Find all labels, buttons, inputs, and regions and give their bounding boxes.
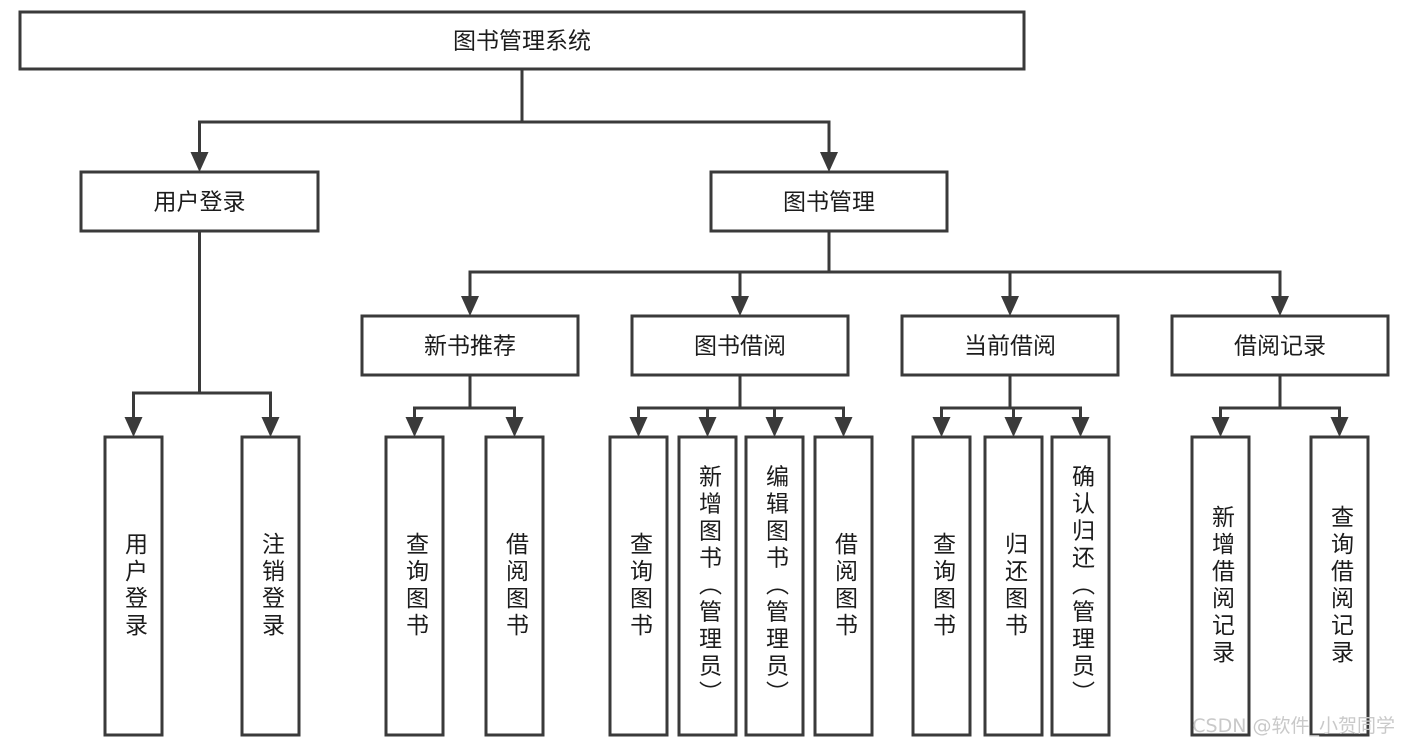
node-label-new-book-recommend: 新书推荐 [424, 334, 516, 360]
arrow-head-icon [1271, 296, 1289, 316]
node-root[interactable]: 图书管理系统 [18, 10, 1026, 71]
connector-root-to-level2 [190, 67, 838, 172]
node-leaf-return-book[interactable]: 归还图书 [983, 435, 1044, 737]
node-leaf-query-book-rec[interactable]: 查询图书 [384, 435, 445, 737]
node-label-borrow-record: 借阅记录 [1234, 334, 1326, 360]
node-box-borrow-record [1170, 314, 1390, 377]
arrow-head-icon [190, 152, 209, 172]
node-box-current-borrow [900, 314, 1120, 377]
node-box-leaf-borrow-book-rec [484, 435, 545, 737]
node-new-book-recommend[interactable]: 新书推荐 [360, 314, 580, 377]
connector-bookmanage-to-level3 [461, 229, 1289, 316]
node-borrow-record[interactable]: 借阅记录 [1170, 314, 1390, 377]
node-leaf-borrow-book[interactable]: 借阅图书 [813, 435, 874, 737]
node-box-leaf-query-book-cur [911, 435, 972, 737]
node-label-leaf-user-login: 用户登录 [121, 532, 149, 640]
arrow-head-icon [1004, 417, 1023, 437]
node-layer: 图书管理系统用户登录图书管理新书推荐图书借阅当前借阅借阅记录用户登录注销登录查询… [18, 10, 1390, 737]
connector-layer [124, 67, 1349, 437]
node-leaf-add-book[interactable]: 新增图书（管理员） [677, 435, 738, 737]
node-box-leaf-query-book-borrow [608, 435, 669, 737]
node-box-leaf-borrow-book [813, 435, 874, 737]
node-leaf-query-record[interactable]: 查询借阅记录 [1309, 435, 1370, 737]
node-label-book-borrow: 图书借阅 [694, 334, 786, 360]
node-label-leaf-borrow-book-rec: 借阅图书 [502, 532, 530, 640]
node-box-new-book-recommend [360, 314, 580, 377]
node-leaf-logout[interactable]: 注销登录 [240, 435, 301, 737]
node-box-leaf-add-record [1190, 435, 1251, 737]
node-label-root: 图书管理系统 [453, 29, 591, 55]
node-box-book-borrow [630, 314, 850, 377]
node-label-book-manage: 图书管理 [783, 190, 875, 216]
node-label-leaf-confirm-return: 确认归还（管理员） [1068, 465, 1096, 708]
connector-borrowrecord-to-leaves [1211, 373, 1349, 437]
node-label-leaf-query-book-cur: 查询图书 [929, 532, 957, 640]
arrow-head-icon [629, 417, 648, 437]
node-leaf-query-book-borrow[interactable]: 查询图书 [608, 435, 669, 737]
arrow-head-icon [731, 296, 749, 316]
node-label-leaf-logout: 注销登录 [258, 532, 286, 640]
node-box-root [18, 10, 1026, 71]
node-label-leaf-query-record: 查询借阅记录 [1327, 505, 1355, 667]
node-box-leaf-query-book-rec [384, 435, 445, 737]
node-leaf-borrow-book-rec[interactable]: 借阅图书 [484, 435, 545, 737]
node-user-login[interactable]: 用户登录 [79, 170, 320, 233]
connector-currentborrow-to-leaves [932, 373, 1090, 437]
arrow-head-icon [834, 417, 853, 437]
arrow-head-icon [698, 417, 717, 437]
node-box-leaf-logout [240, 435, 301, 737]
node-leaf-edit-book[interactable]: 编辑图书（管理员） [744, 435, 805, 737]
connector-newbook-to-leaves [405, 373, 524, 437]
node-book-manage[interactable]: 图书管理 [709, 170, 949, 233]
arrow-head-icon [1071, 417, 1090, 437]
node-box-leaf-confirm-return [1050, 435, 1111, 737]
connector-bookborrow-to-leaves [629, 373, 853, 437]
arrow-head-icon [1330, 417, 1349, 437]
node-label-user-login: 用户登录 [154, 190, 246, 216]
node-leaf-add-record[interactable]: 新增借阅记录 [1190, 435, 1251, 737]
arrow-head-icon [405, 417, 424, 437]
node-label-leaf-add-book: 新增图书（管理员） [695, 465, 723, 708]
node-label-leaf-query-book-rec: 查询图书 [402, 532, 430, 640]
node-box-leaf-query-record [1309, 435, 1370, 737]
node-box-book-manage [709, 170, 949, 233]
node-label-leaf-return-book: 归还图书 [1001, 532, 1029, 640]
arrow-head-icon [124, 417, 143, 437]
node-book-borrow[interactable]: 图书借阅 [630, 314, 850, 377]
connector-userlogin-to-leaves [124, 229, 280, 437]
arrow-head-icon [820, 152, 838, 172]
node-leaf-confirm-return[interactable]: 确认归还（管理员） [1050, 435, 1111, 737]
node-label-leaf-borrow-book: 借阅图书 [831, 532, 859, 640]
node-leaf-query-book-cur[interactable]: 查询图书 [911, 435, 972, 737]
node-box-leaf-edit-book [744, 435, 805, 737]
node-box-leaf-add-book [677, 435, 738, 737]
node-box-leaf-user-login [103, 435, 164, 737]
arrow-head-icon [932, 417, 951, 437]
node-box-leaf-return-book [983, 435, 1044, 737]
node-label-leaf-edit-book: 编辑图书（管理员） [762, 465, 790, 708]
arrow-head-icon [1211, 417, 1230, 437]
node-label-current-borrow: 当前借阅 [964, 334, 1056, 360]
arrow-head-icon [1001, 296, 1019, 316]
arrow-head-icon [765, 417, 784, 437]
arrow-head-icon [261, 417, 280, 437]
node-label-leaf-query-book-borrow: 查询图书 [626, 532, 654, 640]
arrow-head-icon [461, 296, 479, 316]
arrow-head-icon [505, 417, 524, 437]
node-current-borrow[interactable]: 当前借阅 [900, 314, 1120, 377]
node-leaf-user-login[interactable]: 用户登录 [103, 435, 164, 737]
csdn-watermark: CSDN @软件_小贺同学 [1192, 715, 1395, 737]
node-label-leaf-add-record: 新增借阅记录 [1208, 505, 1236, 667]
node-box-user-login [79, 170, 320, 233]
